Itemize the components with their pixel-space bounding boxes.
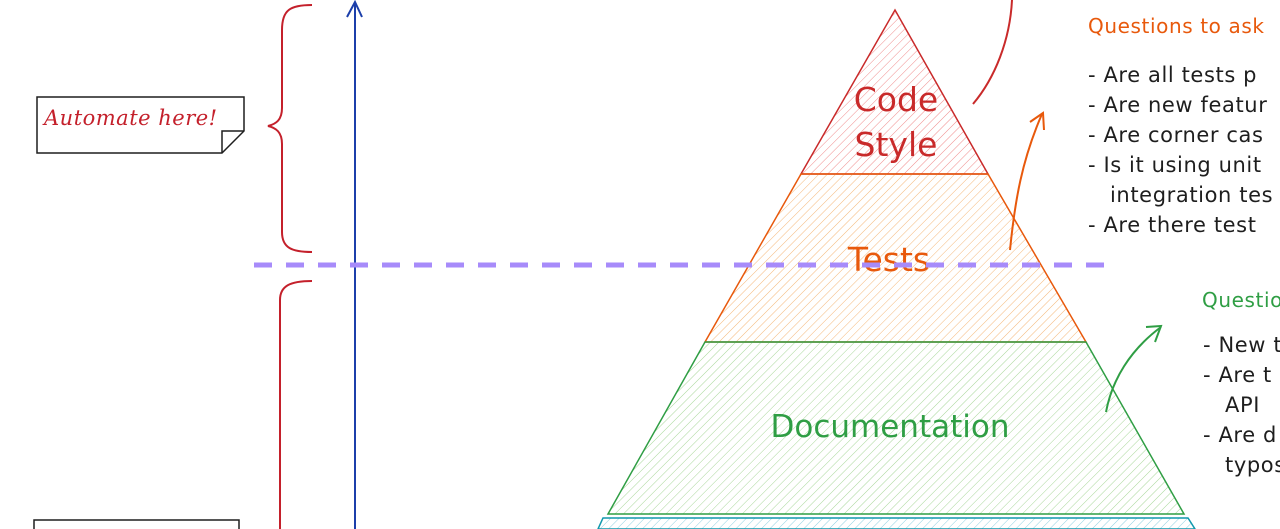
layer-label-code: Code: [854, 80, 938, 119]
questions-docs-title: Questio: [1202, 288, 1280, 312]
arrow-tests: [1009, 113, 1043, 251]
list-item: integration tes: [1110, 183, 1274, 207]
list-item: - Is it using unit: [1088, 153, 1262, 177]
arrow-documentation-head: [1145, 324, 1163, 343]
layer-label-documentation: Documentation: [771, 409, 1010, 445]
questions-docs-list: - New t - Are t API - Are d typos: [1203, 330, 1280, 480]
layer-label-style: Style: [855, 125, 938, 164]
list-item: - Are corner cas: [1088, 123, 1264, 147]
questions-tests-list: - Are all tests p - Are new featur - Are…: [1088, 60, 1273, 240]
list-item: - Are new featur: [1088, 93, 1268, 117]
list-item: - Are there test: [1088, 213, 1257, 237]
bottom-note-box: [33, 519, 240, 529]
questions-tests-title: Questions to ask: [1088, 14, 1265, 38]
automate-note-fold: [221, 130, 244, 153]
list-item: - Are d: [1203, 423, 1277, 447]
arrow-code-style: [972, 0, 1013, 105]
automate-note-label: Automate here!: [44, 106, 218, 130]
list-item: - Are t: [1203, 363, 1272, 387]
pyramid-layer-documentation: [606, 341, 1186, 515]
list-item: API: [1225, 393, 1261, 417]
arrow-documentation: [1105, 326, 1162, 413]
list-item: - New t: [1203, 333, 1280, 357]
brace-top: [267, 4, 313, 253]
list-item: - Are all tests p: [1088, 63, 1258, 87]
arrow-tests-head: [1029, 111, 1045, 131]
pyramid-layer-bottom: [597, 517, 1196, 529]
axis-arrowhead: [346, 0, 363, 18]
layer-label-tests: Tests: [847, 240, 930, 279]
automate-note-box: [36, 96, 245, 154]
list-item: typos: [1225, 453, 1280, 477]
brace-bottom: [279, 280, 313, 529]
